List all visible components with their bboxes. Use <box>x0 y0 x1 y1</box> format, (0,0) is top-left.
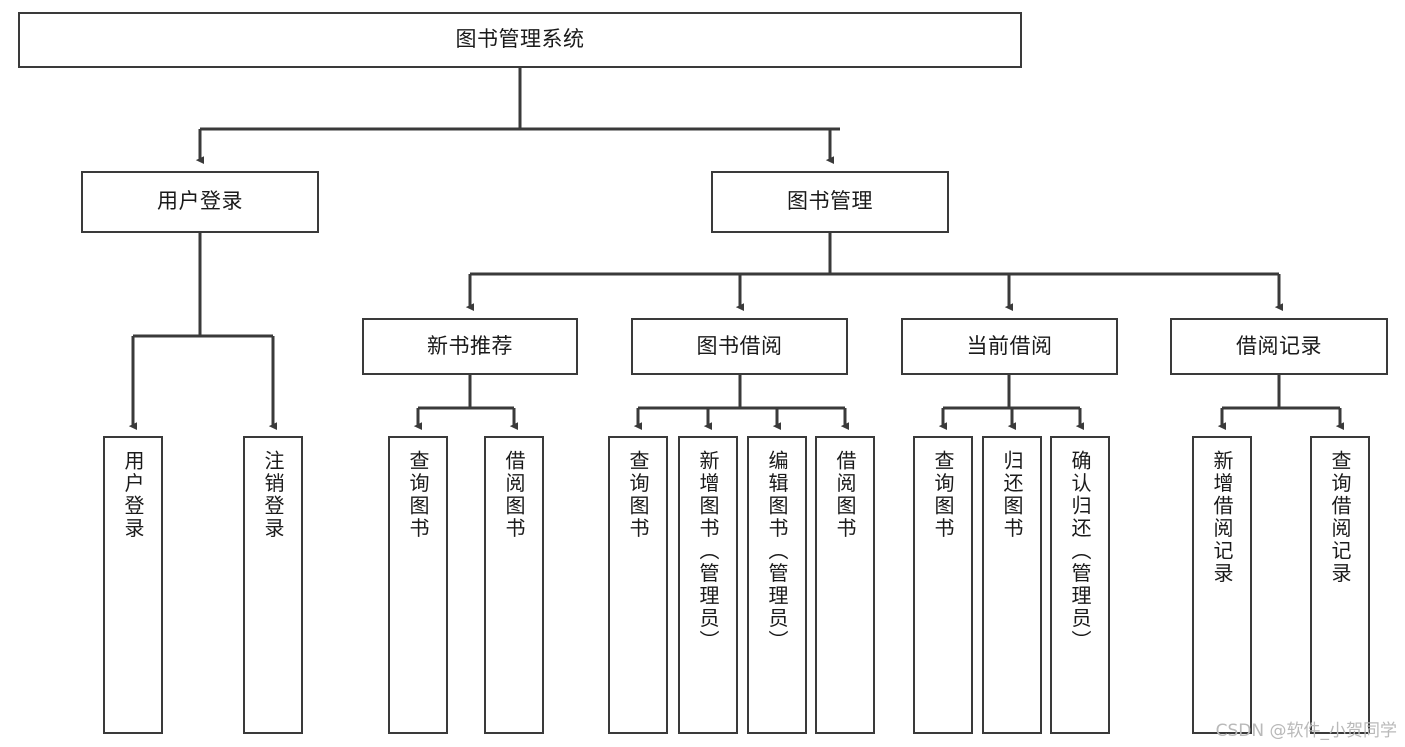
node-leaf-query-borrow-record[interactable]: 查询借阅记录 <box>1310 436 1370 734</box>
node-leaf-confirm-return[interactable]: 确认归还（管理员） <box>1050 436 1110 734</box>
node-leaf-query-book-borrow[interactable]: 查询图书 <box>608 436 668 734</box>
node-current-borrow-label: 当前借阅 <box>966 333 1053 358</box>
node-leaf-borrow-book[interactable]: 借阅图书 <box>815 436 875 734</box>
node-leaf-query-book-recommend-label: 查询图书 <box>406 450 430 540</box>
node-leaf-user-login[interactable]: 用户登录 <box>103 436 163 734</box>
node-leaf-return-book[interactable]: 归还图书 <box>982 436 1042 734</box>
node-leaf-add-book[interactable]: 新增图书（管理员） <box>678 436 738 734</box>
node-root-label: 图书管理系统 <box>455 27 585 52</box>
node-leaf-query-borrow-record-label: 查询借阅记录 <box>1328 450 1352 585</box>
node-leaf-borrow-book-recommend[interactable]: 借阅图书 <box>484 436 544 734</box>
node-leaf-borrow-book-recommend-label: 借阅图书 <box>502 450 526 540</box>
node-user-login-label: 用户登录 <box>157 189 243 214</box>
node-leaf-add-borrow-record[interactable]: 新增借阅记录 <box>1192 436 1252 734</box>
node-leaf-user-login-label: 用户登录 <box>121 450 145 540</box>
node-leaf-return-book-label: 归还图书 <box>1000 450 1024 540</box>
node-leaf-edit-book[interactable]: 编辑图书（管理员） <box>747 436 807 734</box>
node-leaf-logout[interactable]: 注销登录 <box>243 436 303 734</box>
node-leaf-query-book-borrow-label: 查询图书 <box>626 450 650 540</box>
node-root[interactable]: 图书管理系统 <box>18 12 1022 68</box>
node-book-manage[interactable]: 图书管理 <box>711 171 949 233</box>
csdn-watermark: CSDN @软件_小贺同学 <box>1215 721 1397 741</box>
node-book-manage-label: 图书管理 <box>787 189 873 214</box>
node-current-borrow[interactable]: 当前借阅 <box>901 318 1118 375</box>
node-book-borrow-label: 图书借阅 <box>696 333 783 358</box>
node-new-book-recommend-label: 新书推荐 <box>427 333 513 358</box>
node-leaf-logout-label: 注销登录 <box>261 450 285 540</box>
node-user-login[interactable]: 用户登录 <box>81 171 319 233</box>
node-leaf-add-book-label: 新增图书（管理员） <box>696 450 720 653</box>
node-leaf-confirm-return-label: 确认归还（管理员） <box>1068 450 1092 653</box>
node-borrow-record[interactable]: 借阅记录 <box>1170 318 1388 375</box>
node-leaf-add-borrow-record-label: 新增借阅记录 <box>1210 450 1234 585</box>
node-new-book-recommend[interactable]: 新书推荐 <box>362 318 578 375</box>
node-leaf-query-book-recommend[interactable]: 查询图书 <box>388 436 448 734</box>
node-borrow-record-label: 借阅记录 <box>1236 333 1322 358</box>
node-leaf-edit-book-label: 编辑图书（管理员） <box>765 450 789 653</box>
node-book-borrow[interactable]: 图书借阅 <box>631 318 848 375</box>
node-leaf-query-book-current-label: 查询图书 <box>931 450 955 540</box>
node-leaf-query-book-current[interactable]: 查询图书 <box>913 436 973 734</box>
node-leaf-borrow-book-label: 借阅图书 <box>833 450 857 540</box>
